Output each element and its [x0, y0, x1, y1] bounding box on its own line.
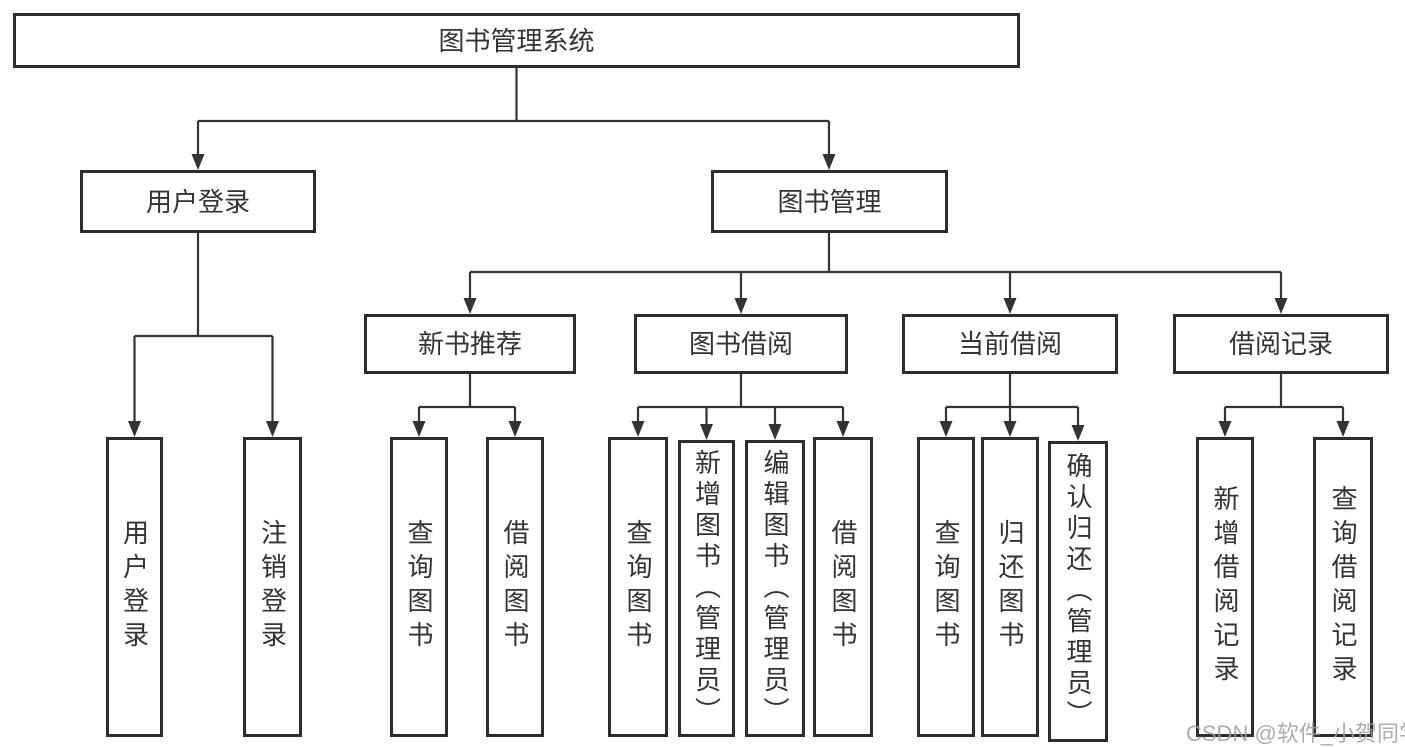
connector-current-borrow-children: [944, 374, 1080, 427]
arrow-down-icon: [1003, 421, 1017, 437]
arrow-down-icon: [700, 424, 713, 440]
leaf-add-books-admin: 新增图书（管理员）: [678, 440, 735, 737]
arrow-down-icon: [768, 424, 782, 440]
leaf-query-books-recommend: 查询图书: [390, 437, 448, 737]
node-label: 借阅图书: [828, 519, 858, 655]
arrow-down-icon: [191, 154, 205, 170]
node-label: 注销登录: [257, 519, 288, 655]
connector-paths: [133, 68, 1345, 427]
node-label: 用户登录: [119, 519, 150, 655]
node-label: 图书管理: [777, 186, 882, 217]
leaf-add-borrow-record: 新增借阅记录: [1196, 437, 1254, 737]
node-label: 新书推荐: [417, 329, 522, 359]
node-label: 图书管理系统: [438, 25, 595, 56]
connector-user-login-children: [133, 233, 274, 423]
arrowheads: [128, 154, 1350, 441]
arrow-down-icon: [822, 154, 836, 170]
arrow-down-icon: [1274, 298, 1288, 314]
arrow-down-icon: [939, 421, 953, 437]
arrow-down-icon: [1336, 421, 1350, 437]
leaf-borrow-books: 借阅图书: [813, 437, 873, 737]
connector-new-book-children: [417, 374, 517, 423]
csdn-watermark: CSDN @软件_小贺同学: [1186, 721, 1405, 746]
leaf-query-books-current: 查询图书: [917, 437, 975, 737]
node-label: 借阅记录: [1228, 329, 1333, 359]
arrow-down-icon: [266, 421, 279, 437]
arrow-down-icon: [734, 298, 748, 314]
node-book-management: 图书管理: [711, 170, 948, 233]
node-label: 查询图书: [404, 519, 434, 655]
connector-book-borrow-children: [636, 374, 845, 426]
leaf-user-login: 用户登录: [106, 437, 163, 737]
node-new-book-recommendation: 新书推荐: [364, 314, 576, 374]
arrow-down-icon: [1071, 425, 1085, 441]
node-label: 新增借阅记录: [1210, 485, 1240, 689]
arrow-down-icon: [1003, 298, 1017, 314]
node-label: 确认归还（管理员）: [1063, 452, 1093, 731]
node-borrowing-records: 借阅记录: [1173, 314, 1389, 374]
node-label: 借阅图书: [500, 519, 530, 655]
arrow-down-icon: [128, 421, 141, 437]
node-label: 查询借阅记录: [1328, 485, 1358, 689]
arrow-down-icon: [463, 298, 477, 314]
node-label: 查询图书: [931, 519, 961, 655]
leaf-borrow-books-recommend: 借阅图书: [486, 437, 544, 737]
leaf-logout: 注销登录: [243, 437, 302, 737]
arrow-down-icon: [836, 421, 850, 437]
node-label: 查询图书: [623, 519, 653, 655]
node-label: 图书借阅: [688, 329, 793, 359]
arrow-down-icon: [412, 421, 426, 437]
node-user-login: 用户登录: [80, 170, 316, 233]
arrow-down-icon: [1218, 421, 1232, 437]
connector-borrow-record-children: [1223, 374, 1345, 423]
node-label: 归还图书: [995, 519, 1025, 655]
node-label: 当前借阅: [957, 329, 1062, 359]
leaf-return-books: 归还图书: [981, 437, 1039, 737]
node-current-borrowing: 当前借阅: [902, 314, 1118, 374]
arrow-down-icon: [631, 421, 645, 437]
leaf-query-borrow-record: 查询借阅记录: [1313, 437, 1373, 737]
node-label: 新增图书（管理员）: [691, 449, 722, 728]
node-label: 用户登录: [145, 186, 250, 217]
arrow-down-icon: [508, 421, 522, 437]
leaf-edit-books-admin: 编辑图书（管理员）: [745, 440, 805, 737]
leaf-query-books-borrow: 查询图书: [608, 437, 668, 737]
connector-book-mgmt-children: [468, 233, 1283, 300]
connector-root-to-level2: [196, 68, 831, 156]
node-library-management-system: 图书管理系统: [13, 13, 1020, 68]
node-book-borrowing: 图书借阅: [634, 314, 848, 374]
leaf-confirm-return-admin: 确认归还（管理员）: [1048, 441, 1108, 742]
node-label: 编辑图书（管理员）: [760, 449, 790, 728]
